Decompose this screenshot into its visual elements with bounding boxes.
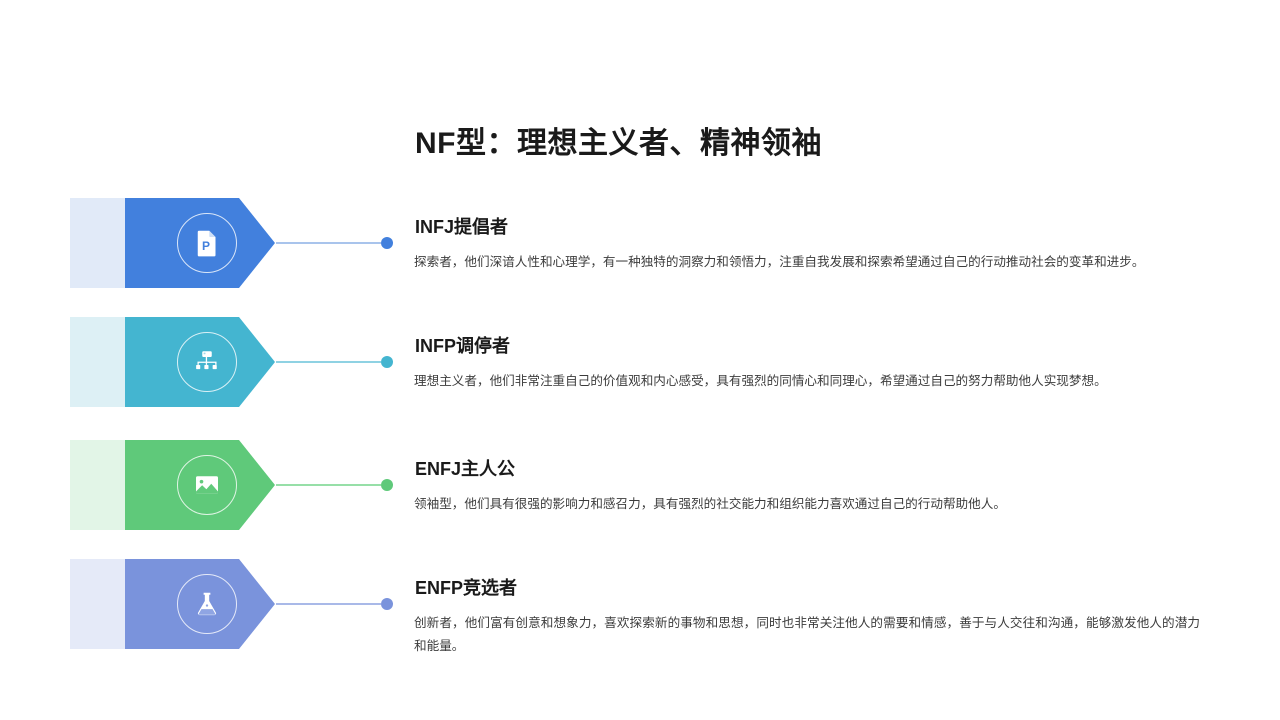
icon-ring-4 (177, 574, 237, 634)
item-heading-1: INFJ提倡者 (415, 217, 509, 237)
accent-slab-2 (70, 317, 126, 407)
accent-slab-4 (70, 559, 126, 649)
list-item[interactable]: ENFP竞选者 创新者，他们富有创意和想象力，喜欢探索新的事物和思想，同时也非常… (0, 544, 1280, 664)
list-item[interactable]: INFP调停者 理想主义者，他们非常注重自己的价值观和内心感受，具有强烈的同情心… (0, 302, 1280, 422)
item-body-2: 理想主义者，他们非常注重自己的价值观和内心感受，具有强烈的同情心和同理心，希望通… (414, 374, 1107, 388)
item-body-1: 探索者，他们深谙人性和心理学，有一种独特的洞察力和领悟力，注重自我发展和探索希望… (414, 255, 1145, 269)
item-body-3: 领袖型，他们具有很强的影响力和感召力，具有强烈的社交能力和组织能力喜欢通过自己的… (414, 497, 1006, 511)
list-item[interactable]: P INFJ提倡者 探索者，他们深谙人性和心理学，有一种独特的洞察力和领悟力，注… (0, 183, 1280, 303)
item-body-4: 创新者，他们富有创意和想象力，喜欢探索新的事物和思想，同时也非常关注他人的需要和… (414, 616, 1200, 653)
connector-line-3 (276, 484, 381, 486)
icon-ring-1: P (177, 213, 237, 273)
connector-line-4 (276, 603, 381, 605)
svg-text:P: P (202, 239, 210, 253)
image-picture-icon (192, 470, 222, 500)
accent-slab-1 (70, 198, 126, 288)
connector-dot-3 (381, 479, 393, 491)
connector-dot-2 (381, 356, 393, 368)
icon-ring-2 (177, 332, 237, 392)
connector-line-2 (276, 361, 381, 363)
connector-line-1 (276, 242, 381, 244)
item-heading-4: ENFP竞选者 (415, 578, 518, 598)
list-item[interactable]: ENFJ主人公 领袖型，他们具有很强的影响力和感召力，具有强烈的社交能力和组织能… (0, 425, 1280, 545)
flask-beaker-icon (192, 589, 222, 619)
item-heading-3: ENFJ主人公 (415, 459, 516, 479)
accent-slab-3 (70, 440, 126, 530)
sitemap-hierarchy-icon (192, 347, 222, 377)
item-heading-2: INFP调停者 (415, 336, 511, 356)
connector-dot-1 (381, 237, 393, 249)
connector-dot-4 (381, 598, 393, 610)
icon-ring-3 (177, 455, 237, 515)
page-title: NF型：理想主义者、精神领袖 (415, 127, 822, 160)
document-p-icon: P (192, 228, 222, 258)
